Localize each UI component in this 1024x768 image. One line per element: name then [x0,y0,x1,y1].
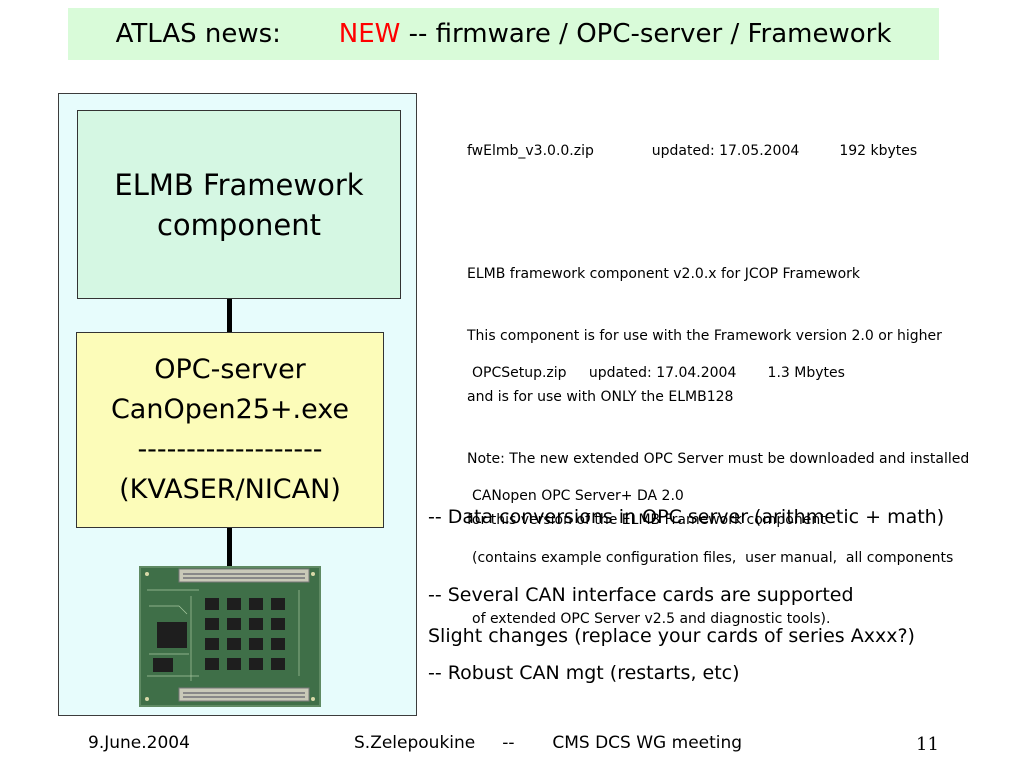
file-name: OPCSetup.zip [472,365,567,381]
elmb-box-line1: ELMB Framework [114,167,364,202]
description-line: for this version of the ELMB Framework c… [467,512,826,528]
title-rest: -- firmware / OPC-server / Framework [400,19,892,49]
opc-server-box: OPC-server CanOpen25+.exe --------------… [76,332,384,528]
description-line: This component is for use with the Frame… [467,327,942,344]
footer-author-meeting: S.Zelepoukine -- CMS DCS WG meeting [354,733,743,753]
opc-box-line1: OPC-server [154,354,306,385]
description-line: of extended OPC Server v2.5 and diagnost… [472,611,831,627]
opc-box-line2: CanOpen25+.exe [110,394,350,425]
description-line: and is for use with ONLY the ELMB128 [467,389,734,405]
file-size: 1.3 Mbytes [767,365,845,381]
connector-line-lower [227,528,232,566]
download-info-opcsetup: OPCSetup.zip updated: 17.04.2004 1.3 Mby… [472,322,953,650]
can-interface-card-image [139,566,321,707]
feature-bullets: -- Data conversions in OPC server (arith… [428,452,944,712]
updated-date: updated: 17.05.2004 [651,143,800,159]
bullet-item: -- Data conversions in OPC server (arith… [428,506,945,528]
description-line: ELMB framework component v2.0.x for JCOP… [467,266,861,282]
slide-title: ATLAS news: NEW -- firmware / OPC-server… [68,8,939,60]
bullet-item: -- Robust CAN mgt (restarts, etc) [428,662,740,684]
elmb-framework-box: ELMB Framework component [77,110,401,299]
changes-note: Slight changes (replace your cards of se… [428,625,915,647]
download-header: OPCSetup.zip updated: 17.04.2004 1.3 Mby… [472,363,953,384]
description-line: Note: The new extended OPC Server must b… [467,450,970,467]
description-line: (contains example configuration files, u… [472,549,954,566]
file-size: 192 kbytes [839,143,918,159]
elmb-box-line2: component [156,207,322,242]
file-name: fwElmb_v3.0.0.zip [467,143,594,159]
download-info-fwelmb: fwElmb_v3.0.0.zip updated: 17.05.2004 19… [467,100,969,551]
title-new-highlight: NEW [338,19,401,49]
footer-date: 9.June.2004 [88,733,190,753]
opc-box-separator: ------------------- [137,434,323,465]
description-line: CANopen OPC Server+ DA 2.0 [472,488,684,504]
bullet-item: -- Several CAN interface cards are suppo… [428,584,854,606]
page-number: 11 [916,734,939,755]
title-prefix: ATLAS news: [115,19,339,49]
download-header: fwElmb_v3.0.0.zip updated: 17.05.2004 19… [467,141,969,162]
updated-date: updated: 17.04.2004 [588,365,737,381]
opc-box-line4: (KVASER/NICAN) [119,474,341,505]
connector-line-upper [227,299,232,332]
